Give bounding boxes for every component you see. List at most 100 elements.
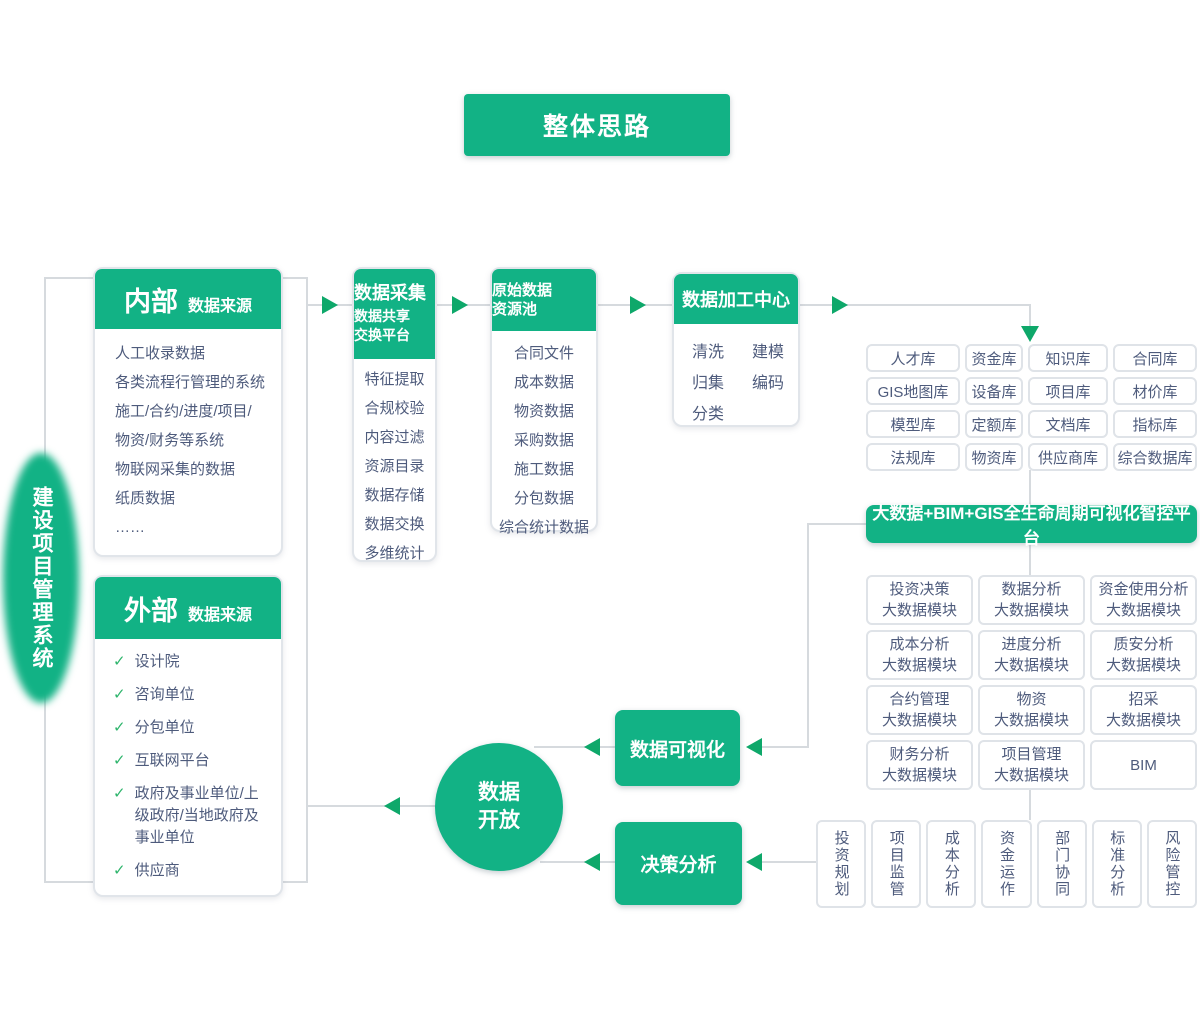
application-cell: 投资规划	[816, 820, 867, 908]
list-item: 各类流程行管理的系统	[115, 374, 266, 391]
module-cell: 成本分析 大数据模块	[866, 630, 973, 680]
collection-subtitle: 数据共享 交换平台	[354, 307, 410, 343]
list-item: 归集	[692, 375, 725, 392]
applications-row: 投资规划 项目监管 成本分析 资金运作 部门协同 标准分析 风险管控	[816, 820, 1197, 908]
library-cell: 模型库	[866, 410, 960, 438]
internal-subtitle: 数据来源	[187, 298, 252, 315]
list-item: ……	[115, 519, 145, 536]
data-visualization-box: 数据可视化	[615, 710, 740, 786]
application-cell: 风险管控	[1146, 820, 1197, 908]
library-cell: 材价库	[1113, 377, 1197, 405]
module-cell: 进度分析 大数据模块	[978, 630, 1085, 680]
check-icon: ✓	[113, 862, 126, 879]
arrow-left-icon	[584, 738, 600, 756]
module-cell: 质安分析 大数据模块	[1090, 630, 1197, 680]
arrow-left-icon	[384, 797, 400, 815]
libraries-grid: 人才库 资金库 知识库 合同库 GIS地图库 设备库 项目库 材价库 模型库 定…	[866, 344, 1197, 471]
list-item: 成本数据	[513, 374, 574, 391]
list-item: 施工/合约/进度/项目/	[115, 403, 252, 420]
external-sources-box: 外部 数据来源 ✓设计院 ✓咨询单位 ✓分包单位 ✓互联网平台 ✓政府及事业单位…	[93, 575, 283, 897]
internal-sources-list: 人工收录数据 各类流程行管理的系统 施工/合约/进度/项目/ 物资/财务等系统 …	[95, 329, 281, 542]
list-item: ✓分包单位	[113, 717, 281, 739]
library-cell: 法规库	[866, 443, 960, 471]
library-cell: 文档库	[1028, 410, 1108, 438]
raw-pool-header: 原始数据 资源池	[492, 269, 596, 331]
application-cell: 成本分析	[926, 820, 977, 908]
list-item: ✓设计院	[113, 651, 281, 673]
list-item: 多维统计	[364, 545, 425, 562]
processing-list: 清洗 建模 归集 编码 分类	[674, 324, 798, 424]
library-cell: 设备库	[965, 377, 1023, 405]
application-cell: 部门协同	[1036, 820, 1087, 908]
library-cell: 资金库	[965, 344, 1023, 372]
module-cell: 招采 大数据模块	[1090, 685, 1197, 735]
library-cell: 合同库	[1113, 344, 1197, 372]
list-item: 分包数据	[513, 490, 574, 507]
list-item: 特征提取	[364, 371, 425, 388]
list-item: 物资/财务等系统	[115, 432, 225, 449]
check-icon: ✓	[113, 719, 126, 736]
arrow-right-icon	[322, 296, 338, 314]
external-subtitle: 数据来源	[187, 607, 252, 624]
module-cell: 财务分析 大数据模块	[866, 740, 973, 790]
list-item: 资源目录	[364, 458, 425, 475]
system-ellipse	[3, 453, 79, 703]
system-label: 建设项目管理系统	[30, 486, 53, 670]
list-item: 合同文件	[513, 345, 574, 362]
right-bracket-line	[283, 277, 308, 883]
external-sources-list: ✓设计院 ✓咨询单位 ✓分包单位 ✓互联网平台 ✓政府及事业单位/上级政府/当地…	[95, 639, 281, 882]
module-cell: 项目管理 大数据模块	[978, 740, 1085, 790]
list-item: 纸质数据	[115, 490, 176, 507]
list-item: 数据存储	[364, 487, 425, 504]
list-item: 建模	[752, 344, 785, 361]
internal-sources-box: 内部 数据来源 人工收录数据 各类流程行管理的系统 施工/合约/进度/项目/ 物…	[93, 267, 283, 557]
module-cell: 投资决策 大数据模块	[866, 575, 973, 625]
list-item: 数据交换	[364, 516, 425, 533]
arrow-down-icon	[1021, 326, 1039, 342]
collection-list: 特征提取 合规校验 内容过滤 资源目录 数据存储 数据交换 多维统计	[354, 359, 435, 568]
library-cell: GIS地图库	[866, 377, 960, 405]
decision-analysis-box: 决策分析	[615, 822, 742, 905]
list-item: 采购数据	[513, 432, 574, 449]
arrow-right-icon	[452, 296, 468, 314]
module-cell: 物资 大数据模块	[978, 685, 1085, 735]
library-cell: 知识库	[1028, 344, 1108, 372]
module-cell: 资金使用分析 大数据模块	[1090, 575, 1197, 625]
page-title: 整体思路	[464, 94, 730, 156]
module-cell: BIM	[1090, 740, 1197, 790]
list-item: ✓供应商	[113, 860, 281, 882]
library-cell: 物资库	[965, 443, 1023, 471]
list-item: 物联网采集的数据	[115, 461, 236, 478]
arrow-right-icon	[630, 296, 646, 314]
collection-title: 数据采集	[354, 282, 426, 303]
application-cell: 标准分析	[1091, 820, 1142, 908]
arrow-right-icon	[832, 296, 848, 314]
list-item: 合规校验	[364, 400, 425, 417]
module-cell: 数据分析 大数据模块	[978, 575, 1085, 625]
arrow-left-icon	[746, 853, 762, 871]
data-collection-header: 数据采集 数据共享 交换平台	[354, 269, 435, 359]
library-cell: 综合数据库	[1113, 443, 1197, 471]
list-item: ✓政府及事业单位/上级政府/当地政府及事业单位	[113, 783, 271, 849]
line-processing-to-libraries	[800, 304, 1031, 336]
modules-grid: 投资决策 大数据模块 数据分析 大数据模块 资金使用分析 大数据模块 成本分析 …	[866, 575, 1197, 790]
check-icon: ✓	[113, 785, 126, 802]
check-icon: ✓	[113, 752, 126, 769]
arrow-left-icon	[746, 738, 762, 756]
external-sources-header: 外部 数据来源	[95, 577, 281, 639]
library-cell: 供应商库	[1028, 443, 1108, 471]
list-item: 内容过滤	[364, 429, 425, 446]
internal-sources-header: 内部 数据来源	[95, 269, 281, 329]
processing-header: 数据加工中心	[674, 274, 798, 324]
data-collection-box: 数据采集 数据共享 交换平台 特征提取 合规校验 内容过滤 资源目录 数据存储 …	[352, 267, 437, 562]
list-item: 清洗	[692, 344, 725, 361]
application-cell: 资金运作	[981, 820, 1032, 908]
data-processing-box: 数据加工中心 清洗 建模 归集 编码 分类	[672, 272, 800, 427]
platform-banner: 大数据+BIM+GIS全生命周期可视化智控平台	[866, 504, 1197, 548]
list-item: 施工数据	[513, 461, 574, 478]
list-item: 物资数据	[513, 403, 574, 420]
list-item: 编码	[752, 375, 785, 392]
application-cell: 项目监管	[871, 820, 922, 908]
module-cell: 合约管理 大数据模块	[866, 685, 973, 735]
